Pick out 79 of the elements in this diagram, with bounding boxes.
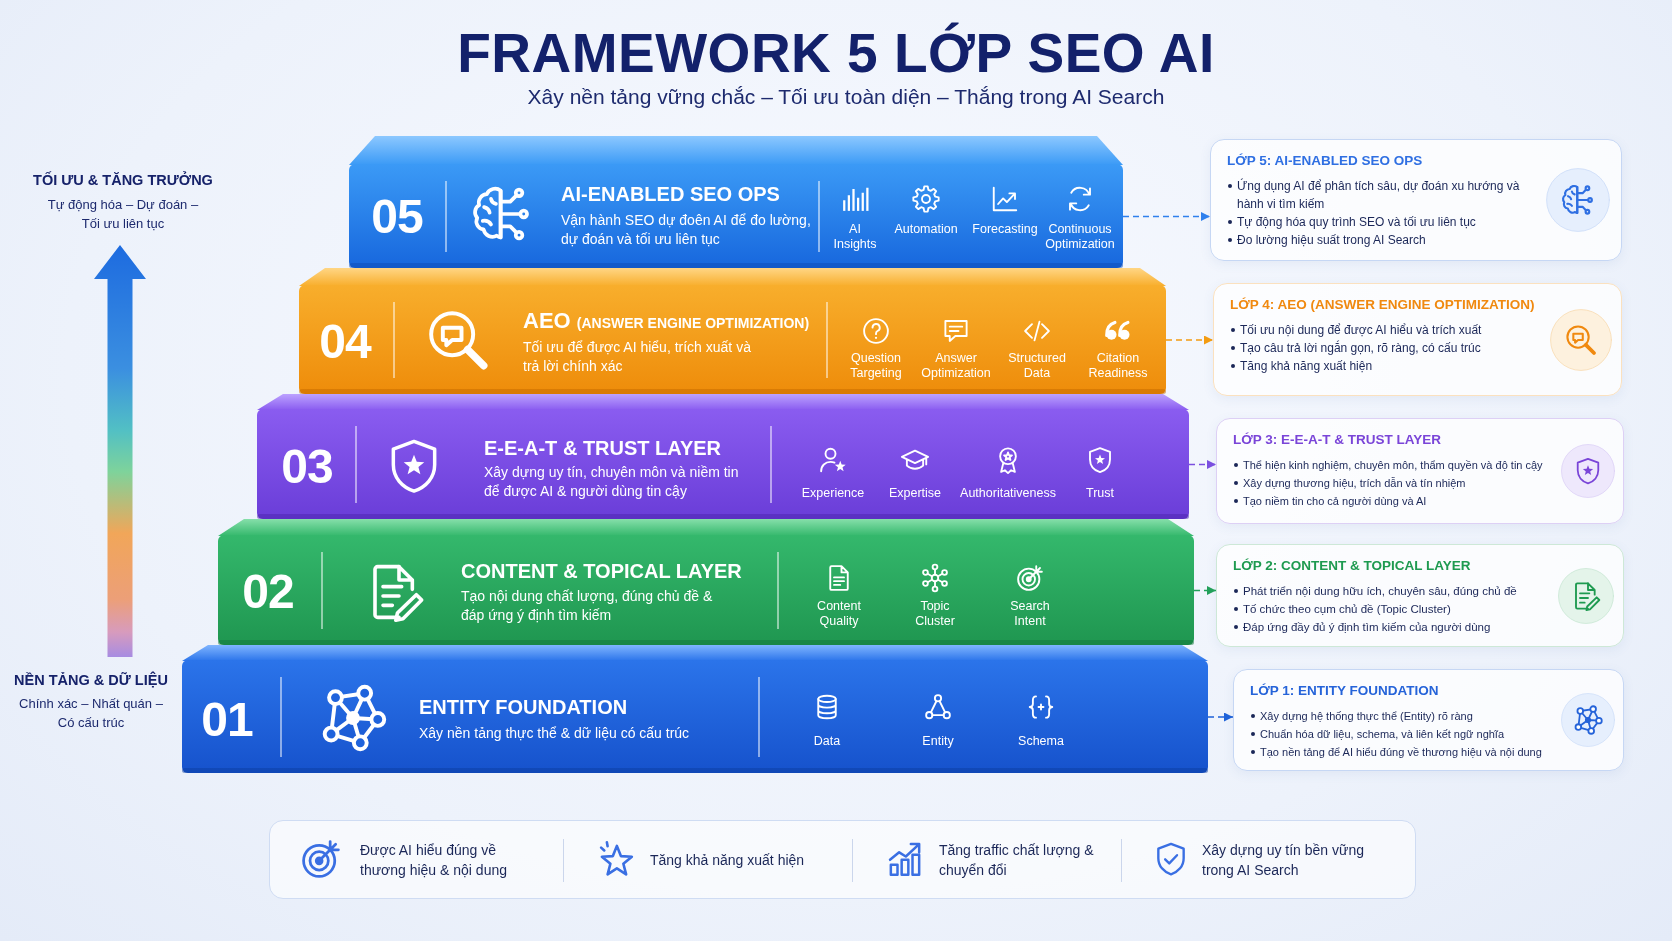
layer-description: Tối ưu để được AI hiểu, trích xuất và trả lời chính xác bbox=[523, 338, 752, 376]
feature-label: Structured Data bbox=[1008, 351, 1066, 381]
layer-number: 01 bbox=[201, 696, 253, 744]
bullet-item: Thể hiện kinh nghiệm, chuyên môn, thẩm quyền và độ tin cậy bbox=[1233, 456, 1557, 474]
feature-label: Automation bbox=[894, 222, 958, 237]
side-heading: TỐI ƯU & TĂNG TRƯỞNG bbox=[33, 170, 213, 190]
feature-label: Search Intent bbox=[1010, 599, 1050, 629]
card-heading: LỚP 4: AEO (ANSWER ENGINE OPTIMIZATION) bbox=[1230, 296, 1536, 314]
feature-label: Answer Optimization bbox=[921, 351, 991, 381]
layer-title: AI-ENABLED SEO OPS bbox=[561, 182, 780, 206]
feature-label: Data bbox=[813, 734, 841, 749]
feature-label: AI Insights bbox=[833, 222, 877, 252]
feature-label: Authoritativeness bbox=[960, 486, 1056, 501]
layer-block bbox=[218, 519, 1194, 645]
side-caption: Chính xác – Nhất quán – Có cấu trúc bbox=[18, 695, 164, 732]
info-card bbox=[1216, 418, 1624, 524]
layer-description: Vận hành SEO dự đoên AI để đo lường, dự đoán và tối ưu liên tục bbox=[561, 211, 812, 249]
feature-label: Schema bbox=[1018, 734, 1064, 749]
feature-label: Question Targeting bbox=[850, 351, 902, 381]
layer-title: AEO (ANSWER ENGINE OPTIMIZATION) bbox=[523, 309, 810, 335]
layer-block bbox=[349, 136, 1123, 268]
dashed-arrow bbox=[1207, 712, 1234, 722]
bullet-item: Tố chức theo cụm chủ đề (Topic Cluster) bbox=[1233, 600, 1554, 618]
dashed-arrow bbox=[1165, 335, 1214, 345]
benefit-text: Xây dựng uy tín bền vững trong AI Search bbox=[1202, 840, 1365, 880]
layer-number: 04 bbox=[319, 318, 371, 366]
card-heading: LỚP 5: AI-ENABLED SEO OPS bbox=[1227, 152, 1424, 170]
feature-label: Continuous Optimization bbox=[1045, 222, 1115, 252]
feature-label: Forecasting bbox=[972, 222, 1038, 237]
feature-label: Trust bbox=[1086, 486, 1114, 501]
bullet-item: Tối ưu nội dung để được AI hiểu và trích xuất bbox=[1230, 321, 1546, 339]
info-card bbox=[1233, 669, 1624, 771]
dashed-arrow bbox=[1122, 212, 1211, 221]
card-heading: LỚP 3: E-E-A-T & TRUST LAYER bbox=[1233, 431, 1443, 449]
bullet-item: Tăng khả năng xuất hiện bbox=[1230, 357, 1546, 375]
layer-description: Tạo nội dung chất lượng, đúng chủ đề & đáp ứng ý định tìm kiếm bbox=[461, 587, 714, 625]
layer-title: CONTENT & TOPICAL LAYER bbox=[461, 559, 742, 583]
benefit-text: Tăng traffic chất lượng & chuyển đổi bbox=[939, 840, 1094, 880]
benefit-text: Tăng khả năng xuất hiện bbox=[650, 850, 806, 870]
card-heading: LỚP 2: CONTENT & TOPICAL LAYER bbox=[1233, 557, 1472, 575]
info-card bbox=[1210, 139, 1622, 261]
bullet-item: Xây dựng thương hiệu, trích dẫn và tín nhiệm bbox=[1233, 474, 1557, 492]
bullet-item: Tạo niềm tin cho cả người dùng và AI bbox=[1233, 492, 1557, 510]
bullet-item: Đáp ứng đầy đủ ý định tìm kiếm của người dùng bbox=[1233, 618, 1554, 636]
feature-label: Citation Readiness bbox=[1088, 351, 1148, 381]
feature-label: Experience bbox=[801, 486, 865, 501]
feature-label: Content Quality bbox=[817, 599, 861, 629]
subtitle: Xây nền tảng vững chắc – Tối ưu toàn diện – Thắng trong AI Search bbox=[527, 84, 1165, 110]
feature-label: Topic Cluster bbox=[915, 599, 955, 629]
bullet-item: Tạo nền tảng để AI hiểu đúng về thương hiệu và nội dung bbox=[1250, 743, 1557, 761]
title: FRAMEWORK 5 LỚP SEO AI bbox=[457, 22, 1215, 84]
bullet-item: Đo lường hiệu suất trong AI Search bbox=[1227, 231, 1542, 249]
bullet-item: Chuẩn hóa dữ liệu, schema, và liên kết ngữ nghĩa bbox=[1250, 725, 1557, 743]
dashed-arrow bbox=[1188, 460, 1217, 469]
bullet-item: Tạo câu trả lời ngắn gọn, rõ ràng, có cấu trúc bbox=[1230, 339, 1546, 357]
feature-label: Entity bbox=[922, 734, 954, 749]
layer-description: Xây dựng uy tín, chuyên môn và niềm tin để được AI & người dùng tin cậy bbox=[484, 463, 740, 501]
bullet-item: Ứng dụng AI để phân tích sâu, dự đoán xu hướng và hành vi tìm kiếm bbox=[1227, 177, 1542, 213]
side-heading: NỀN TẢNG & DỮ LIỆU bbox=[14, 670, 168, 690]
bullet-item: Phát triển nội dung hữu ích, chuyên sâu, đúng chủ đề bbox=[1233, 582, 1554, 600]
side-caption: Tự động hóa – Dự đoán – Tối ưu liên tục bbox=[46, 196, 200, 233]
layer-title: ENTITY FOUNDATION bbox=[419, 695, 628, 719]
bullet-item: Xây dựng hệ thống thực thể (Entity) rõ ràng bbox=[1250, 707, 1557, 725]
info-card bbox=[1213, 283, 1622, 396]
layer-description: Xây nền tảng thực thể & dữ liệu có cấu trúc bbox=[419, 724, 691, 743]
layer-title: E-E-A-T & TRUST LAYER bbox=[484, 436, 722, 460]
layer-number: 02 bbox=[242, 568, 294, 616]
layer-number: 03 bbox=[281, 443, 333, 491]
bullet-item: Tự động hóa quy trình SEO và tối ưu liên tục bbox=[1227, 213, 1542, 231]
layer-block bbox=[299, 268, 1166, 394]
feature-label: Expertise bbox=[888, 486, 942, 501]
card-heading: LỚP 1: ENTITY FOUNDATION bbox=[1250, 682, 1440, 700]
layer-number: 05 bbox=[371, 193, 423, 241]
benefit-bar bbox=[269, 820, 1416, 899]
benefit-text: Được AI hiểu đúng về thương hiệu & nội dung bbox=[360, 840, 508, 880]
layer-block bbox=[257, 394, 1189, 519]
info-card bbox=[1216, 544, 1624, 647]
dashed-arrow bbox=[1193, 586, 1217, 595]
layer-block bbox=[182, 645, 1208, 773]
